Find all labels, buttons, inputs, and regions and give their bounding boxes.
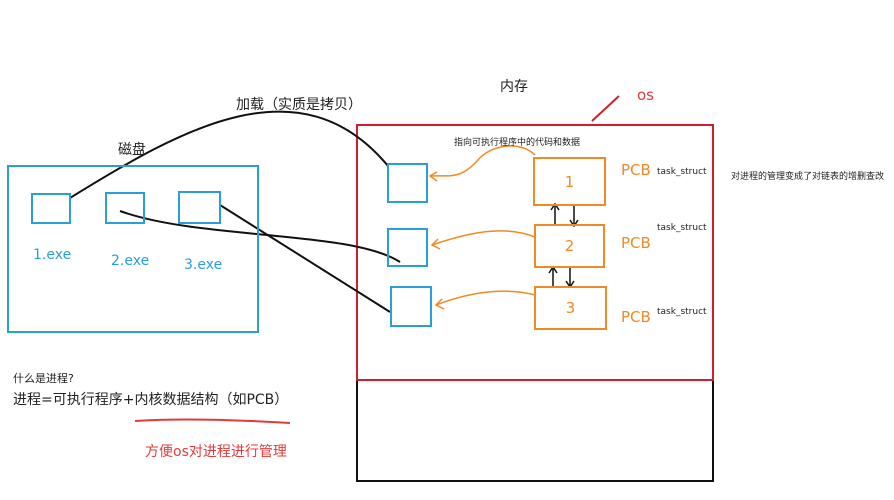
file-label-1: 1.exe — [33, 247, 72, 263]
file-icon-1 — [31, 193, 71, 224]
pcb-box-3: 3 — [534, 286, 607, 330]
pcb-label-3: PCB — [621, 308, 651, 326]
disk-box — [7, 165, 259, 333]
file-icon-2 — [105, 192, 145, 224]
pcb2-pointer-arrow — [431, 230, 536, 246]
file-icon-3 — [178, 191, 221, 224]
pcb-number-3: 3 — [565, 299, 576, 317]
code-data-box-1 — [387, 163, 428, 203]
code-data-box-2 — [387, 228, 428, 267]
pcb-number-2: 2 — [564, 237, 575, 255]
task-struct-label-2: task_struct — [657, 223, 707, 233]
disk-title: 磁盘 — [118, 142, 146, 158]
os-label: os — [637, 86, 654, 104]
load-curve-1 — [69, 110, 389, 199]
definition-underline — [134, 418, 291, 424]
purpose-text: 方便os对进程进行管理 — [145, 444, 287, 460]
pcb-box-2: 2 — [534, 224, 605, 268]
linked-list-note: 对进程的管理变成了对链表的增删查改 — [731, 172, 885, 182]
memory-lower-region — [356, 379, 714, 482]
pcb-number-1: 1 — [564, 172, 575, 191]
task-struct-label-1: task_struct — [657, 167, 707, 177]
pcb-label-1: PCB — [621, 161, 651, 179]
load-curve-2 — [119, 210, 401, 263]
load-label: 加载（实质是拷贝） — [236, 97, 362, 113]
task-struct-label-3: task_struct — [657, 307, 707, 317]
file-label-3: 3.exe — [184, 257, 223, 273]
load-curve-3 — [219, 204, 391, 313]
memory-title: 内存 — [500, 79, 528, 95]
pointer-note: 指向可执行程序中的代码和数据 — [454, 138, 581, 148]
os-pointer-line — [591, 95, 620, 122]
definition-text: 进程=可执行程序+内核数据结构（如PCB） — [13, 392, 289, 408]
pcb1-pointer-arrow — [429, 145, 536, 177]
code-data-box-3 — [390, 286, 432, 327]
pcb-box-1: 1 — [533, 157, 606, 206]
file-label-2: 2.exe — [111, 253, 150, 269]
question-text: 什么是进程? — [13, 372, 74, 385]
os-region — [356, 124, 714, 381]
pcb3-pointer-arrow — [435, 290, 536, 306]
pcb-label-2: PCB — [621, 234, 651, 252]
